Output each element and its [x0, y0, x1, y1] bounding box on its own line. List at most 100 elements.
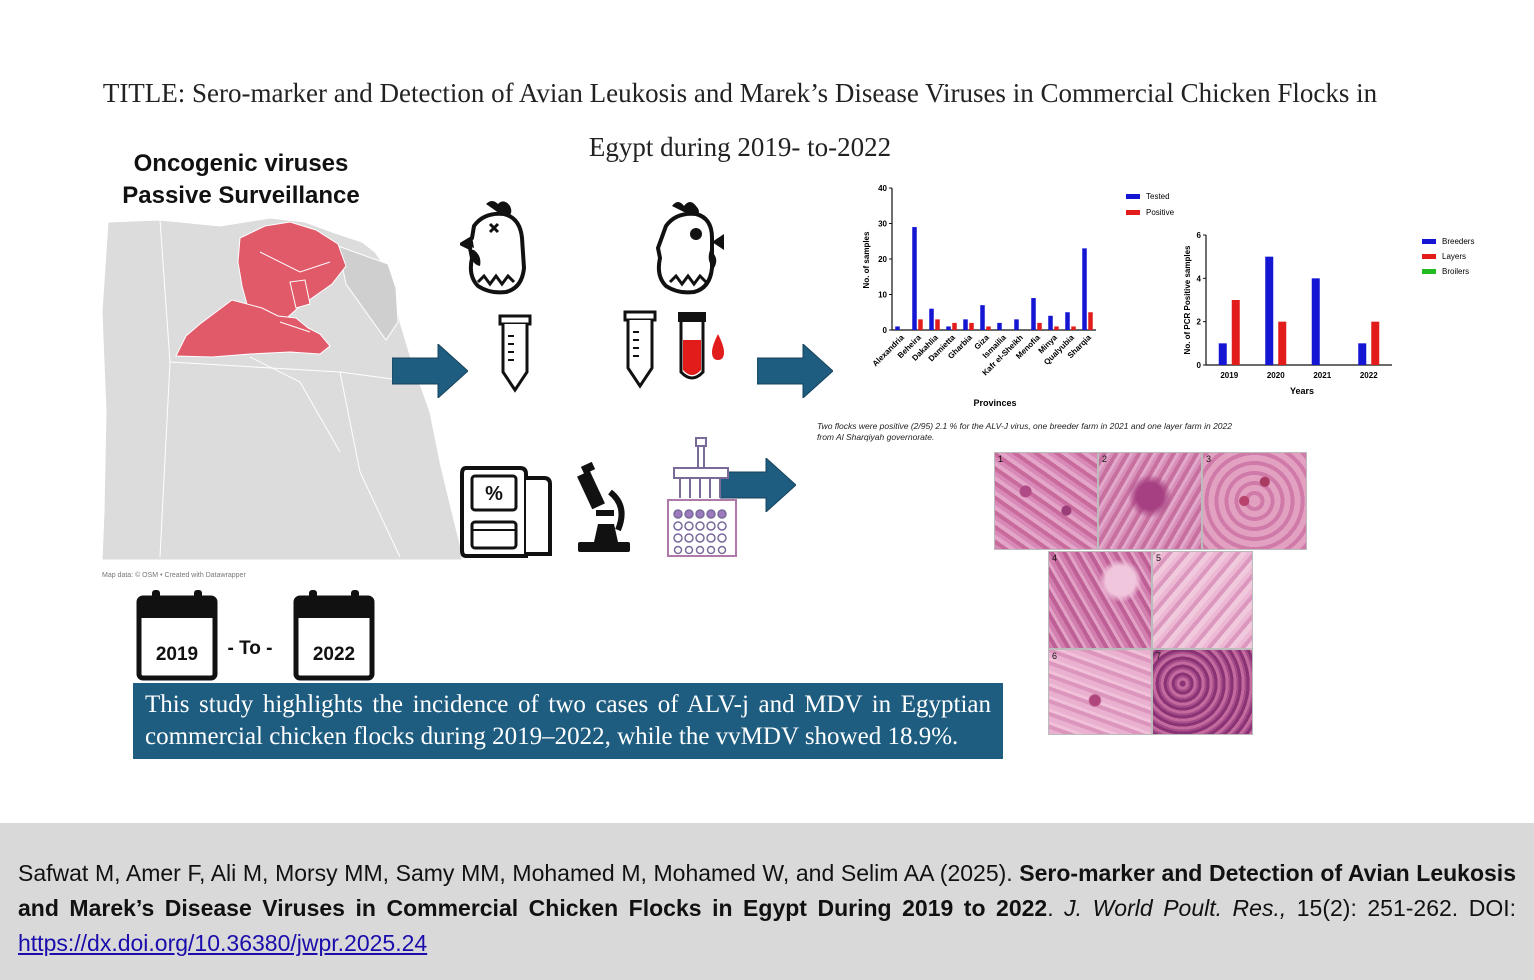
map-credit: Map data: © OSM • Created with Datawrapp… — [102, 572, 246, 579]
sample-tube-icon — [623, 310, 657, 389]
y-tick-label: 10 — [878, 291, 887, 300]
province-borders — [159, 219, 401, 558]
citation-bar — [0, 823, 1534, 980]
elisa-plate-icon — [667, 437, 737, 557]
panel-number: 1 — [998, 454, 1004, 464]
bar — [1054, 326, 1059, 330]
y-tick-label: 0 — [1197, 361, 1202, 370]
bar — [918, 319, 923, 330]
bar — [1031, 298, 1036, 330]
legend-label: Broilers — [1442, 267, 1469, 276]
bar — [1218, 343, 1227, 365]
bar — [1278, 321, 1287, 365]
delta-region — [237, 221, 347, 325]
bar — [929, 308, 934, 330]
y-tick-label: 40 — [878, 184, 887, 193]
bar — [1037, 322, 1042, 330]
panel-number: 3 — [1206, 454, 1212, 464]
citation-volume: 15(2): 251-262. DOI: — [1286, 895, 1517, 921]
bar — [895, 326, 900, 330]
legend-label: Tested — [1146, 192, 1170, 201]
legend-label: Positive — [1146, 208, 1175, 217]
calendar-icon — [293, 590, 375, 681]
start-year: 2019 — [155, 644, 199, 665]
y-tick-label: 0 — [883, 326, 888, 335]
end-year: 2022 — [312, 644, 356, 665]
y-tick-label: 4 — [1197, 274, 1202, 283]
bar — [1065, 312, 1070, 330]
histology-panel: 4 — [1048, 551, 1152, 649]
bar — [980, 305, 985, 330]
x-tick-label: 2022 — [1360, 371, 1378, 380]
giza-strip — [289, 279, 311, 309]
y-tick-label: 20 — [878, 255, 887, 264]
legend-swatch — [1126, 210, 1140, 215]
histology-panel: 3 — [1202, 452, 1307, 550]
summary-box: This study highlights the incidence of t… — [133, 683, 1003, 759]
sample-tube-icon — [498, 314, 532, 393]
legend-swatch — [1422, 239, 1436, 244]
panel-number: 4 — [1052, 553, 1058, 563]
bar — [912, 227, 917, 330]
panel-number: 7 — [1156, 651, 1162, 661]
bar — [946, 326, 951, 330]
y-axis-label: No. of PCR Positive samples — [1183, 245, 1192, 354]
x-axis-label: Years — [1290, 386, 1314, 396]
microscope-icon — [577, 462, 630, 552]
blood-tube-icon — [678, 312, 724, 380]
bar — [1082, 248, 1087, 330]
legend-swatch — [1422, 254, 1436, 259]
provinces-bar-chart: 010203040AlexandriaBeheiraDakahliaDamiet… — [862, 184, 1175, 408]
bar — [997, 322, 1002, 330]
histology-panel: 6 — [1048, 649, 1152, 735]
histology-panel: 7 — [1152, 649, 1253, 735]
panel-number: 6 — [1052, 651, 1058, 661]
bar — [1311, 278, 1320, 365]
citation-sep: . — [1047, 895, 1065, 921]
arrow-right-icon — [720, 458, 796, 512]
bar — [969, 322, 974, 330]
bar — [1071, 326, 1076, 330]
chicken-icon — [655, 202, 724, 295]
citation-authors: Safwat M, Amer F, Ali M, Morsy MM, Samy … — [18, 860, 1020, 886]
bar — [1048, 315, 1053, 330]
arrow-right-icon — [392, 344, 468, 398]
legend-swatch — [1126, 194, 1140, 199]
y-tick-label: 6 — [1197, 231, 1202, 240]
y-axis-label: No. of samples — [862, 231, 871, 288]
x-tick-label: 2021 — [1313, 371, 1331, 380]
heading-line-2: Passive Surveillance — [122, 182, 360, 209]
legend-swatch — [1422, 269, 1436, 274]
citation-journal: J. World Poult. Res., — [1064, 895, 1287, 921]
western-highlight — [175, 299, 331, 358]
doi-link[interactable]: https://dx.doi.org/10.36380/jwpr.2025.24 — [18, 930, 428, 956]
title-line-2: Egypt during 2019- to-2022 — [588, 132, 892, 162]
surveillance-heading: Oncogenic viruses Passive Surveillance — [100, 148, 382, 212]
histology-panel: 1 — [994, 452, 1098, 550]
svg-text:%: % — [485, 483, 503, 505]
bar — [1358, 343, 1367, 365]
y-tick-label: 30 — [878, 220, 887, 229]
heading-line-1: Oncogenic viruses — [133, 150, 349, 177]
citation-text: Safwat M, Amer F, Ali M, Morsy MM, Samy … — [18, 856, 1516, 961]
bar — [963, 319, 968, 330]
x-tick-label: 2020 — [1267, 371, 1285, 380]
x-axis-label: Provinces — [973, 398, 1016, 408]
pcr-machine-icon: % — [460, 466, 552, 558]
legend-label: Breeders — [1442, 237, 1474, 246]
sinai — [337, 245, 399, 341]
arrow-right-icon — [757, 344, 833, 398]
bar — [1371, 321, 1380, 365]
bar — [986, 326, 991, 330]
x-tick-label: 2019 — [1220, 371, 1238, 380]
bar — [952, 322, 957, 330]
bar — [935, 319, 940, 330]
bar — [1265, 256, 1274, 365]
title-line-1: TITLE: Sero-marker and Detection of Avia… — [102, 78, 1378, 108]
timeline-connector: - To - — [227, 638, 273, 659]
legend-label: Layers — [1442, 252, 1466, 261]
y-tick-label: 2 — [1197, 318, 1202, 327]
histology-panel: 5 — [1152, 551, 1253, 649]
dead-chicken-icon — [460, 201, 527, 295]
